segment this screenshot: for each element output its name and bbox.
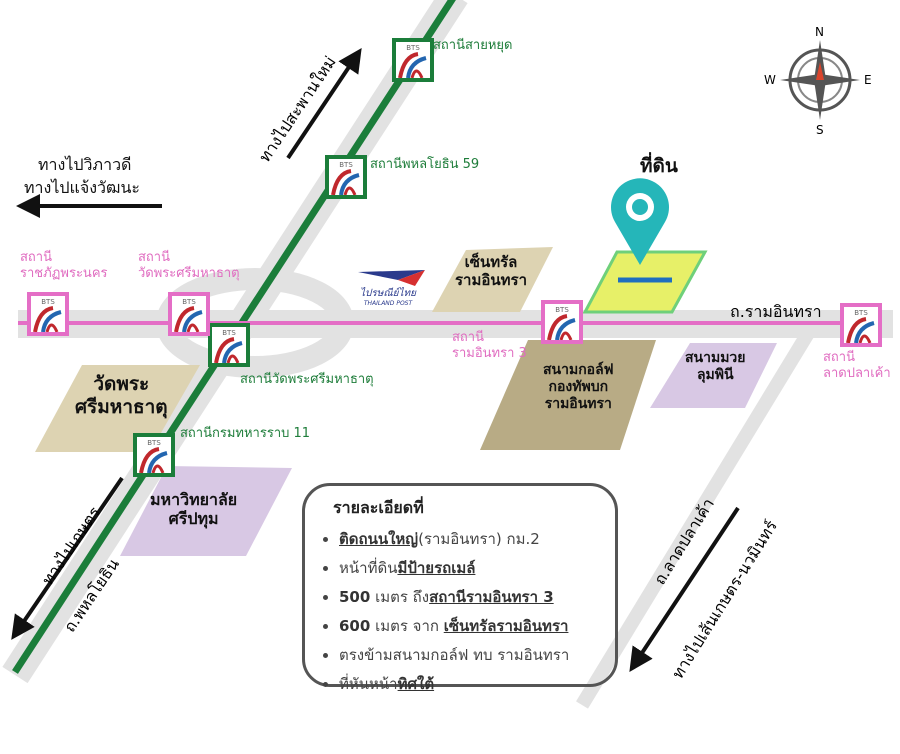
arrow-saphan-mai-icon: [286, 48, 362, 160]
details-title: รายละเอียดที่: [333, 498, 424, 517]
svg-text:BTS: BTS: [222, 329, 236, 337]
bts-station-icon: BTS: [541, 300, 583, 344]
sripatum-block: [120, 466, 292, 556]
lat-pla-khao-road: [576, 326, 816, 709]
bts-station-icon: BTS: [392, 38, 434, 82]
station-ramindra3-label: สถานีรามอินทรา 3: [452, 330, 527, 361]
golf-label: สนามกอล์ฟกองทัพบกรามอินทรา: [543, 362, 614, 412]
bts-station-icon: BTS: [208, 323, 250, 367]
detail-item: 600 เมตร จาก เซ็นทรัลรามอินทรา: [339, 614, 603, 638]
detail-item: ติดถนนใหญ่(รามอินทรา) กม.2: [339, 527, 603, 551]
detail-item: ตรงข้ามสนามกอล์ฟ ทบ รามอินทรา: [339, 643, 603, 667]
compass-n: N: [815, 25, 824, 39]
bts-station-icon: BTS: [168, 292, 210, 336]
road-ramindra: ถ.รามอินทรา: [730, 302, 822, 321]
lumpini-block: [650, 343, 777, 408]
bts-station-icon: BTS: [325, 155, 367, 199]
details-box: รายละเอียดที่ ติดถนนใหญ่(รามอินทรา) กม.2…: [302, 483, 618, 693]
svg-text:BTS: BTS: [555, 306, 569, 314]
wat-phra-sri-block: [35, 365, 200, 452]
lumpini-label: สนามมวยลุมพินี: [685, 350, 746, 383]
svg-text:BTS: BTS: [854, 309, 868, 317]
svg-text:BTS: BTS: [41, 298, 55, 306]
bts-station-icon: BTS: [133, 433, 175, 477]
detail-item: ที่หันหน้าทิศใต้: [339, 672, 603, 696]
svg-text:BTS: BTS: [147, 439, 161, 447]
station-sai-yud-label: สถานีสายหยุด: [433, 38, 513, 53]
svg-text:BTS: BTS: [182, 298, 196, 306]
svg-text:BTS: BTS: [339, 161, 353, 169]
station-phahon59-label: สถานีพหลโยธิน 59: [370, 157, 480, 172]
direction-vibhavadi: ทางไปวิภาวดี: [38, 155, 132, 174]
svg-text:BTS: BTS: [406, 44, 420, 52]
arrow-kaset-nawamin-icon: [629, 506, 740, 673]
golf-block: [480, 340, 656, 450]
sripatum-label: มหาวิทยาลัยศรีปทุม: [150, 490, 238, 529]
wat-label: วัดพระศรีมหาธาตุ: [75, 373, 168, 418]
compass-w: W: [764, 73, 776, 87]
station-rajabhat-label: สถานีราชภัฏพระนคร: [20, 250, 108, 281]
station-wat-green-label: สถานีวัดพระศรีมหาธาตุ: [240, 372, 374, 387]
location-pin-icon: [611, 178, 669, 265]
bts-station-icon: BTS: [840, 303, 882, 347]
central-label: เซ็นทรัลรามอินทรา: [455, 253, 527, 289]
central-block: [432, 247, 553, 312]
station-lat-pla-khao-label: สถานีลาดปลาเค้า: [823, 350, 891, 381]
compass-s: S: [816, 123, 824, 137]
station-wat-pink-label: สถานีวัดพระศรีมหาธาตุ: [138, 250, 240, 281]
detail-item: หน้าที่ดินมีป้ายรถเมล์: [339, 556, 603, 580]
detail-item: 500 เมตร ถึงสถานีรามอินทรา 3: [339, 585, 603, 609]
bts-station-icon: BTS: [27, 292, 69, 336]
arrow-kaset-icon: [11, 476, 124, 640]
direction-chaengwattana: ทางไปแจ้งวัฒนะ: [24, 178, 141, 197]
land-title: ที่ดิน: [640, 155, 678, 177]
compass-icon: [780, 40, 860, 120]
thailand-post-logo: [358, 270, 425, 286]
compass-e: E: [864, 73, 872, 87]
station-army-label: สถานีกรมทหารราบ 11: [180, 426, 311, 441]
